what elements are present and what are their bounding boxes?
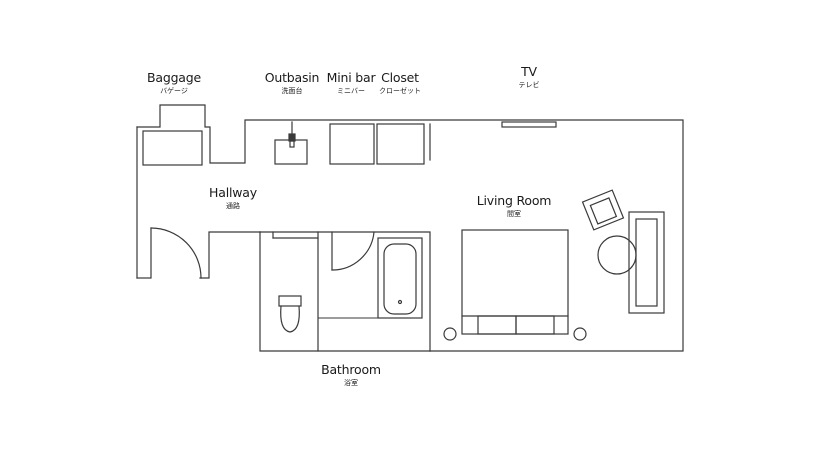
exterior-walls [136, 104, 684, 352]
label-closet: Closet クローゼット [379, 70, 421, 95]
label-minibar: Mini bar ミニバー [326, 70, 376, 95]
round-table [597, 235, 637, 275]
label-living-room: Living Room 間室 [476, 193, 552, 218]
bathroom-area [259, 231, 431, 352]
label-hallway: Hallway 通路 [209, 185, 257, 210]
label-outbasin: Outbasin 洗面台 [264, 70, 320, 95]
lamp-left [443, 327, 457, 341]
minibar-cabinet [329, 123, 375, 165]
toilet [278, 295, 302, 333]
bed [461, 229, 569, 335]
closet-cabinet [376, 123, 425, 165]
lamp-right [573, 327, 587, 341]
baggage-rack [142, 130, 203, 166]
armchair [581, 189, 625, 231]
label-bathroom: Bathroom 浴室 [321, 362, 381, 387]
tv-unit [501, 121, 557, 128]
label-baggage: Baggage バゲージ [147, 70, 201, 95]
label-tv: TV テレビ [518, 64, 540, 89]
bathtub [377, 237, 423, 319]
outbasin-fixture [274, 121, 308, 165]
entrance-door [150, 227, 202, 279]
sofa [628, 211, 665, 314]
